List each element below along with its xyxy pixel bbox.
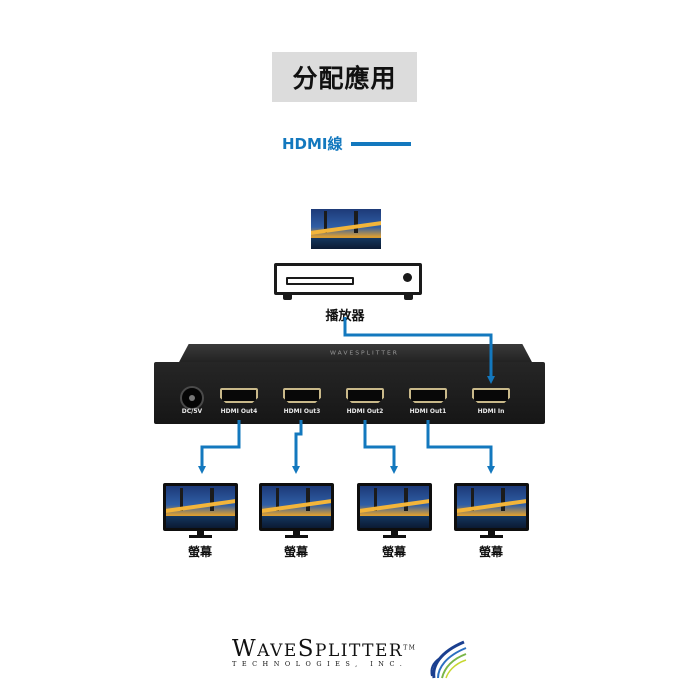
port-label-out1: HDMI Out1 [409, 408, 447, 415]
player-label: 播放器 [325, 309, 365, 324]
legend-label: HDMI線 [282, 135, 343, 153]
monitor-label-2: 螢幕 [283, 545, 308, 559]
port-label-out3: HDMI Out3 [283, 408, 321, 415]
monitor-label-4: 螢幕 [478, 545, 503, 559]
port-hdmi-out3 [283, 388, 321, 403]
monitor-label-3: 螢幕 [381, 545, 406, 559]
dc-label: DC/5V [181, 408, 203, 415]
port-hdmi-out2 [346, 388, 384, 403]
port-label-in: HDMI In [477, 408, 505, 415]
port-hdmi-out1 [409, 388, 447, 403]
wire-out2 [363, 420, 398, 474]
monitor-4 [454, 483, 529, 538]
wire-player-to-in [343, 317, 495, 384]
legend: HDMI線 [282, 133, 411, 154]
port-label-out2: HDMI Out2 [346, 408, 384, 415]
wire-out3 [292, 420, 303, 474]
port-hdmi-in [472, 388, 510, 403]
monitor-1 [163, 483, 238, 538]
media-player-icon [274, 263, 422, 300]
port-label-out4: HDMI Out4 [220, 408, 258, 415]
wire-out4 [198, 420, 241, 474]
monitor-label-1: 螢幕 [187, 545, 212, 559]
wavesplitter-logo: WAVESPLITTERTM TECHNOLOGIES, INC. [232, 636, 417, 668]
monitor-3 [357, 483, 432, 538]
dc-jack [180, 386, 204, 410]
monitor-2 [259, 483, 334, 538]
legend-line-swatch [350, 141, 411, 146]
wire-out1 [426, 420, 495, 474]
splitter-brand: WAVESPLITTER [330, 350, 399, 357]
source-picture [311, 209, 381, 249]
splitter-top [178, 344, 533, 364]
page-title: 分配應用 [272, 52, 417, 102]
logo-swirl-icon [430, 640, 467, 679]
port-hdmi-out4 [220, 388, 258, 403]
